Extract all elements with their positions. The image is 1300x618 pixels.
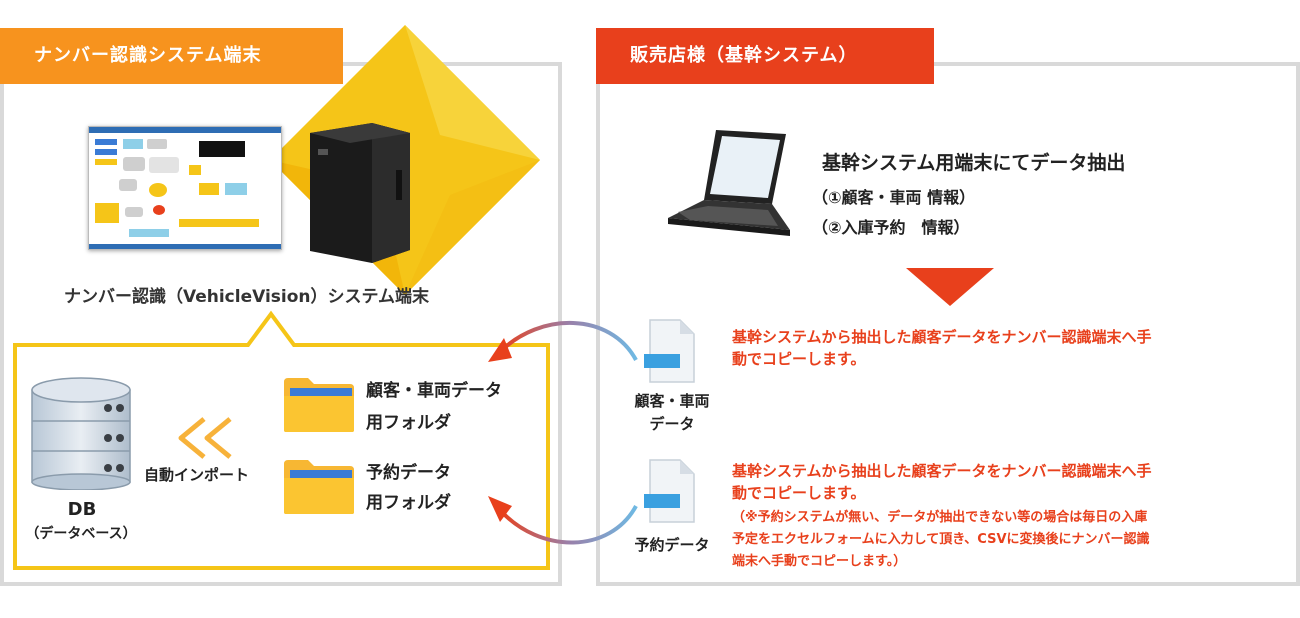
database-icon [30,376,132,490]
note2-line1: 基幹システムから抽出した顧客データをナンバー認識端末へ手 [732,460,1152,481]
folder-icon [282,458,356,516]
note1-line1: 基幹システムから抽出した顧客データをナンバー認識端末へ手 [732,326,1152,347]
db-title: DB [60,499,104,520]
folder2-label-line2: 用フォルダ [366,488,451,518]
folder-icon [282,376,356,434]
note2-sub3: 端末へ手動でコピーします。） [732,550,906,569]
file-icon [642,458,698,524]
import-label: 自動インポート [144,464,249,485]
arrow-to-folder2 [500,506,636,543]
pc-title: 基幹システム用端末にてデータ抽出 [822,148,1125,175]
note1-line2: 動でコピーします。 [732,348,866,369]
note2-line2: 動でコピーします。 [732,482,866,503]
double-chevron-left-icon [176,416,234,460]
laptop-icon [664,126,794,241]
left-panel-tag: ナンバー認識システム端末 [0,28,343,84]
folder2-label-line1: 予約データ [366,458,451,488]
software-screenshot [88,126,282,250]
folder1-label-line2: 用フォルダ [366,408,451,438]
pc-item-2: （②入庫予約 情報） [812,214,970,238]
pc-item-1: （①顧客・車両 情報） [812,184,975,208]
note2-sub2: 予定をエクセルフォームに入力して頂き、CSVに変換後にナンバー認識 [732,528,1150,547]
db-subtitle: （データベース） [16,523,146,543]
arrow-to-folder1 [500,323,636,360]
tower-pc-icon [300,115,420,265]
file-icon [642,318,698,384]
down-arrow-icon [906,268,994,306]
note2-sub1: （※予約システムが無い、データが抽出できない等の場合は毎日の入庫 [732,506,1147,525]
right-panel-tag: 販売店様（基幹システム） [596,28,934,84]
transfer-arrows [470,310,650,560]
